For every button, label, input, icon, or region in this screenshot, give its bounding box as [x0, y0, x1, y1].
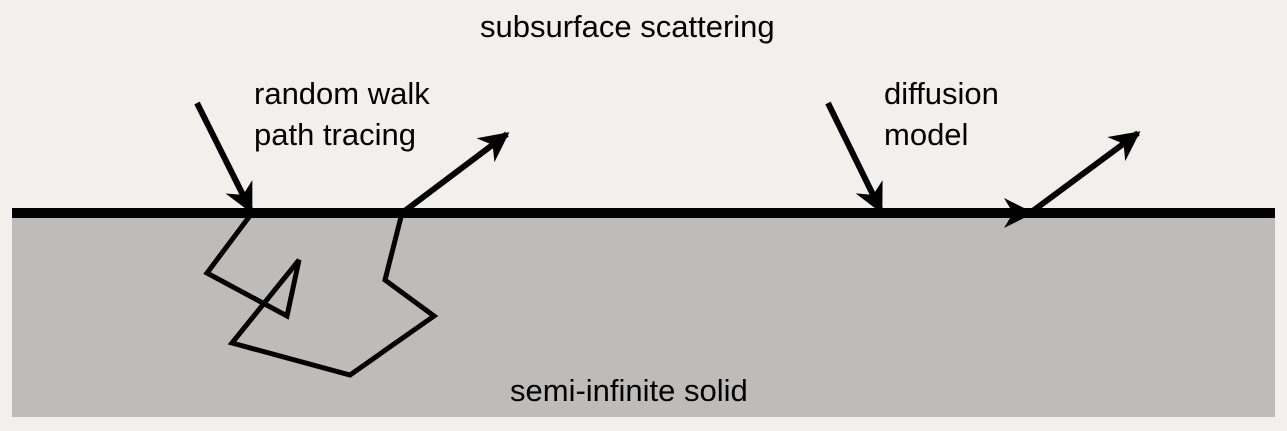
incoming-arrow-diffusion [825, 101, 884, 214]
random-walk-path [203, 211, 439, 378]
solid-label: semi-infinite solid [510, 373, 748, 408]
diffusion-label-line2: model [884, 117, 969, 152]
outgoing-arrow-random-walk [400, 131, 510, 216]
random-walk-label-line2: path tracing [254, 117, 416, 152]
outgoing-arrow-diffusion [1028, 130, 1141, 216]
semi-infinite-solid [12, 213, 1275, 417]
random-walk-label-line1: random walk [254, 76, 430, 111]
diffusion-label-line1: diffusion [884, 76, 999, 111]
incoming-arrow-random-walk [194, 101, 254, 214]
diagram-title: subsurface scattering [480, 9, 775, 44]
